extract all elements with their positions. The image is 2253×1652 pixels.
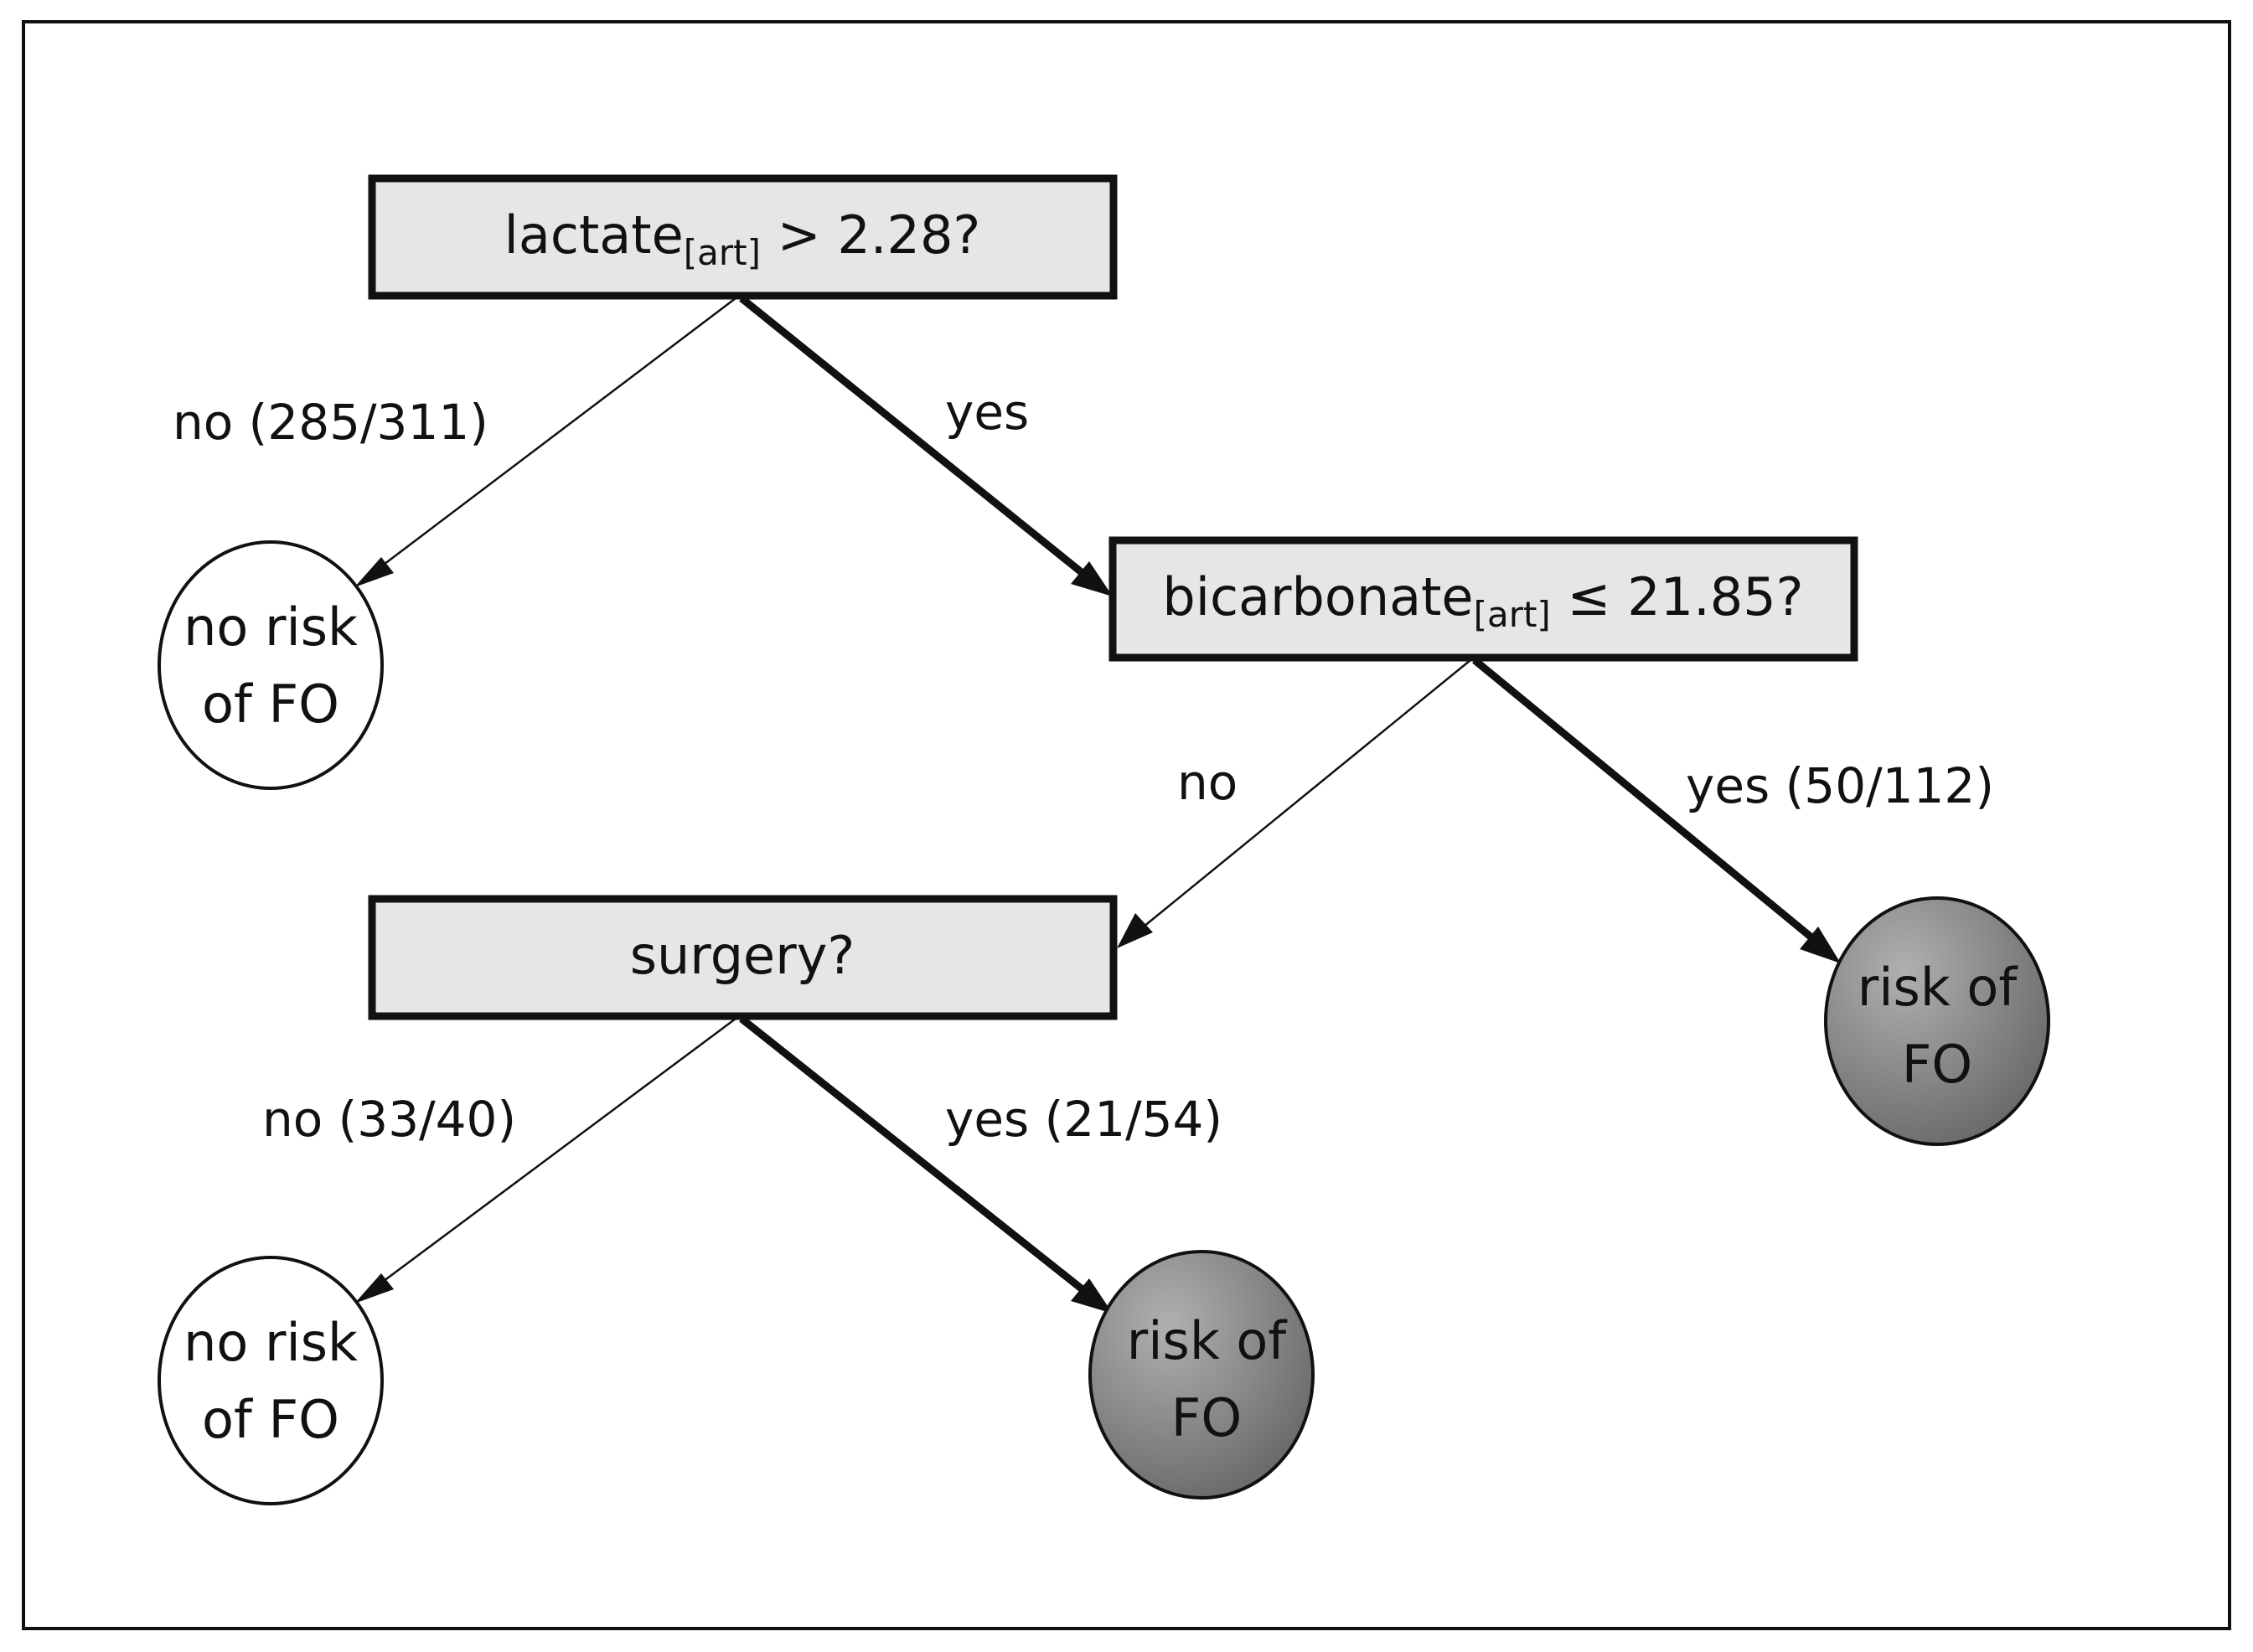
edge-root-yes	[739, 295, 1094, 584]
arrowhead-bicarb-no	[1117, 913, 1153, 948]
leaf-no-risk-2-line2: of FO	[202, 1389, 339, 1450]
outer-frame	[22, 20, 2231, 1630]
svg-text:bicarbonate[art] ≤ 21.85?: bicarbonate[art] ≤ 21.85?	[1162, 566, 1803, 635]
node-lactate-sub: [art]	[684, 232, 761, 273]
arrowhead-surgery-yes	[1071, 1278, 1113, 1314]
leaf-risk-1-line2: FO	[1902, 1034, 1972, 1095]
leaf-no-risk-1-line1: no risk	[183, 596, 358, 658]
decision-node-lactate: lactate[art] > 2.28?	[368, 174, 1118, 300]
svg-text:lactate[art] > 2.28?: lactate[art] > 2.28?	[504, 204, 981, 273]
node-surgery-main: surgery?	[630, 925, 855, 986]
edge-root-no	[369, 297, 736, 576]
leaf-no-risk-2: no risk of FO	[158, 1256, 384, 1505]
label-root-no: no (285/311)	[173, 394, 488, 451]
node-bicarb-rest: ≤ 21.85?	[1551, 566, 1804, 627]
node-bicarb-sub: [art]	[1474, 594, 1551, 635]
leaf-no-risk-1-line2: of FO	[202, 674, 339, 735]
node-bicarb-main: bicarbonate	[1162, 566, 1473, 627]
label-root-yes: yes	[945, 384, 1029, 441]
label-bicarb-yes: yes (50/112)	[1686, 757, 1994, 814]
arrowhead-root-yes	[1071, 561, 1113, 596]
edge-labels: no (285/311) yes no yes (50/112) no (33/…	[173, 384, 1994, 1148]
edge-bicarb-yes	[1472, 657, 1823, 948]
decision-node-bicarbonate: bicarbonate[art] ≤ 21.85?	[1108, 536, 1858, 662]
label-bicarb-no: no	[1177, 754, 1238, 811]
leaf-no-risk-2-line1: no risk	[183, 1312, 358, 1373]
node-lactate-main: lactate	[504, 204, 684, 266]
leaf-risk-1-line1: risk of	[1858, 957, 2019, 1018]
edge-bicarb-no	[1134, 659, 1471, 935]
edge-surgery-no	[369, 1017, 736, 1293]
label-surgery-yes: yes (21/54)	[945, 1091, 1222, 1148]
arrowhead-bicarb-yes	[1800, 927, 1841, 963]
edges	[354, 295, 1841, 1314]
node-lactate-rest: > 2.28?	[761, 204, 980, 266]
leaf-risk-2: risk of FO	[1088, 1250, 1315, 1500]
arrowhead-surgery-no	[354, 1273, 394, 1304]
leaf-risk-2-line2: FO	[1171, 1387, 1242, 1448]
leaf-no-risk-1: no risk of FO	[158, 540, 384, 790]
decision-node-surgery: surgery?	[368, 895, 1118, 1020]
label-surgery-no: no (33/40)	[262, 1091, 516, 1148]
leaf-risk-1: risk of FO	[1824, 896, 2050, 1146]
leaf-risk-2-line1: risk of	[1127, 1310, 1289, 1371]
edge-surgery-yes	[739, 1015, 1094, 1300]
arrowhead-root-no	[354, 557, 394, 587]
